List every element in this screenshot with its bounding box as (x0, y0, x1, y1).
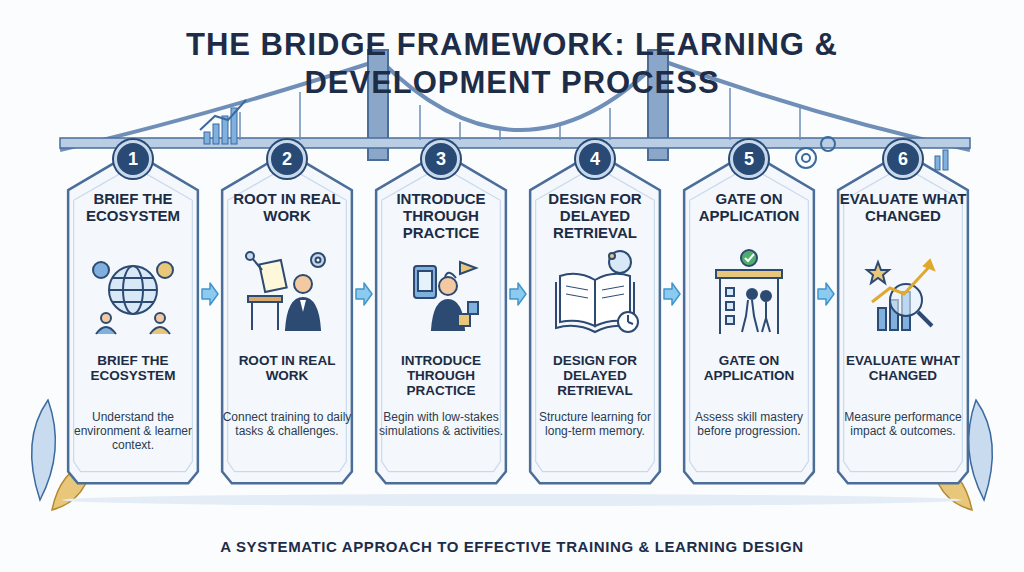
step-card: GATE ON APPLICATION GATE ON APPLICATION As… (680, 150, 818, 485)
step-description: Measure performance impact & outcomes. (838, 410, 968, 438)
step-subheading: EVALUATE WHAT CHANGED (838, 353, 968, 383)
step-subheading: BRIEF THE ECOSYSTEM (68, 353, 198, 383)
step-number-circle: 1 (114, 140, 152, 178)
step-card: DESIGN FOR DELAYED RETRIEVAL DESIGN FOR D… (526, 150, 664, 485)
step-number: 5 (744, 149, 754, 170)
card-outline-shape (530, 160, 660, 483)
step-subheading: DESIGN FOR DELAYED RETRIEVAL (530, 353, 660, 398)
step-subheading: GATE ON APPLICATION (684, 353, 814, 383)
flow-arrow (356, 283, 372, 305)
step-heading: ROOT IN REAL WORK (222, 190, 352, 224)
step-subheading: ROOT IN REAL WORK (222, 353, 352, 383)
step-subheading: INTRODUCE THROUGH PRACTICE (376, 353, 506, 398)
step-description: Connect training to daily tasks & challe… (222, 410, 352, 438)
step-number-circle: 6 (884, 140, 922, 178)
step-number: 6 (898, 149, 908, 170)
step-heading: GATE ON APPLICATION (684, 190, 814, 224)
flow-arrow-shape (664, 283, 680, 305)
flow-arrow-shape (510, 283, 526, 305)
flow-arrow-shape (356, 283, 372, 305)
step-heading: BRIEF THE ECOSYSTEM (68, 190, 198, 224)
flow-arrow (202, 283, 218, 305)
step-card: BRIEF THE ECOSYSTEM BRIEF THE ECOSYSTEM Un… (64, 150, 202, 485)
step-card: EVALUATE WHAT CHANGED EVALUATE WHAT CHANG… (834, 150, 972, 485)
card-outline-shape (838, 160, 968, 483)
step-heading: EVALUATE WHAT CHANGED (838, 190, 968, 224)
card-outline-shape (68, 160, 198, 483)
step-number: 4 (590, 149, 600, 170)
diagram-caption: A SYSTEMATIC APPROACH TO EFFECTIVE TRAIN… (62, 538, 962, 555)
flow-arrow-shape (202, 283, 218, 305)
flow-arrow-shape (818, 283, 834, 305)
step-description: Structure learning for long-term memory. (530, 410, 660, 438)
card-outline-shape (684, 160, 814, 483)
step-card: ROOT IN REAL WORK ROOT IN REAL WORK Connec… (218, 150, 356, 485)
step-card: INTRODUCE THROUGH PRACTICE INTRODUCE THRO… (372, 150, 510, 485)
card-outline-shape (222, 160, 352, 483)
step-heading: INTRODUCE THROUGH PRACTICE (376, 190, 506, 241)
step-number-circle: 4 (576, 140, 614, 178)
flow-arrow (664, 283, 680, 305)
step-number-circle: 2 (268, 140, 306, 178)
diagram-title: THE BRIDGE FRAMEWORK: LEARNING & DEVELOP… (152, 26, 872, 102)
step-description: Assess skill mastery before progression. (684, 410, 814, 438)
step-description: Understand the environment & learner con… (68, 410, 198, 452)
step-number: 3 (436, 149, 446, 170)
step-description: Begin with low-stakes simulations & acti… (376, 410, 506, 438)
card-outline-shape (376, 160, 506, 483)
step-heading: DESIGN FOR DELAYED RETRIEVAL (530, 190, 660, 241)
step-number: 1 (128, 149, 138, 170)
step-number: 2 (282, 149, 292, 170)
step-number-circle: 5 (730, 140, 768, 178)
flow-arrow (510, 283, 526, 305)
flow-arrow (818, 283, 834, 305)
step-number-circle: 3 (422, 140, 460, 178)
